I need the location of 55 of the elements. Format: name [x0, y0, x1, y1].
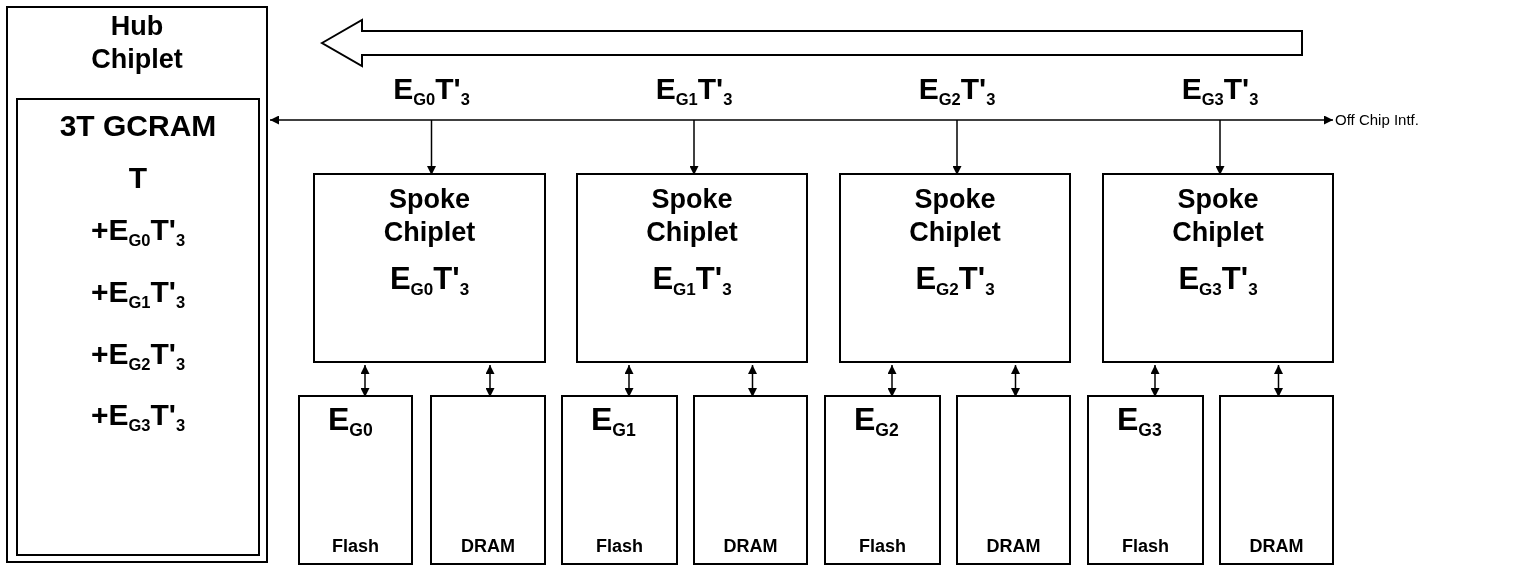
- energy-term: E$_{G3}$T'$_{3}$: [1178, 261, 1258, 300]
- chiplet-title: Spoke Chiplet: [382, 183, 477, 249]
- spoke-chiplet-box: [313, 173, 546, 363]
- memory-chip-box: [298, 395, 413, 565]
- interface-label: Off Chip Intf.: [1335, 108, 1419, 132]
- double-arrow: [360, 364, 370, 398]
- double-arrow: [269, 115, 1334, 125]
- chiplet-title: Spoke Chiplet: [908, 183, 1002, 249]
- energy-term: E$_{G3}$: [1117, 401, 1162, 442]
- memory-name: Flash: [596, 536, 643, 557]
- memory-chip-box: [1087, 395, 1204, 565]
- double-arrow: [1150, 364, 1160, 398]
- chiplet-title: Hub Chiplet: [90, 10, 184, 76]
- memory-chip-box: [824, 395, 941, 565]
- energy-term: E$_{G1}$: [591, 401, 636, 442]
- double-arrow: [485, 364, 495, 398]
- memory-name: Flash: [859, 536, 906, 557]
- double-arrow: [748, 364, 757, 398]
- spoke-chiplet-box: [1102, 173, 1334, 363]
- energy-term: E$_{G0}$: [328, 401, 373, 442]
- energy-term: E$_{G2}$: [854, 401, 899, 442]
- energy-term: E$_{G1}$T'$_{3}$: [652, 261, 732, 300]
- hub-chiplet-box: [6, 6, 268, 563]
- memory-name: DRAM: [986, 536, 1041, 557]
- spoke-chiplet-box: [839, 173, 1071, 363]
- memory-box: [16, 98, 260, 556]
- memory-term: +E$_{G0}$T'$_{3}$: [90, 212, 186, 251]
- memory-chip-box: [693, 395, 808, 565]
- arrow: [1215, 119, 1225, 176]
- arrow: [689, 119, 699, 176]
- memory-name: DRAM: [723, 536, 778, 557]
- double-arrow: [1011, 364, 1020, 398]
- memory-chip-box: [430, 395, 546, 565]
- arrow: [952, 119, 962, 176]
- memory-term: T: [128, 160, 148, 196]
- double-arrow: [1274, 364, 1283, 398]
- memory-name: DRAM: [461, 536, 515, 557]
- memory-term: +E$_{G1}$T'$_{3}$: [90, 273, 186, 313]
- memory-name: Flash: [332, 536, 379, 557]
- spoke-chiplet-box: [576, 173, 808, 363]
- memory-chip-box: [561, 395, 678, 565]
- chiplet-title: Spoke Chiplet: [1171, 183, 1265, 249]
- memory-term: 3T GCRAM: [59, 108, 217, 144]
- memory-chip-box: [1219, 395, 1334, 565]
- energy-term: E$_{G0}$T'$_{3}$: [389, 261, 470, 300]
- chiplet-title: Spoke Chiplet: [645, 183, 739, 249]
- memory-name: DRAM: [1249, 536, 1304, 557]
- memory-term: +E$_{G2}$T'$_{3}$: [90, 335, 186, 375]
- memory-chip-box: [956, 395, 1071, 565]
- double-arrow: [624, 364, 634, 398]
- energy-term: E$_{G2}$T'$_{3}$: [915, 261, 995, 300]
- memory-name: Flash: [1122, 536, 1169, 557]
- double-arrow: [887, 364, 897, 398]
- arrow: [427, 119, 436, 176]
- memory-term: +E$_{G3}$T'$_{3}$: [90, 397, 186, 437]
